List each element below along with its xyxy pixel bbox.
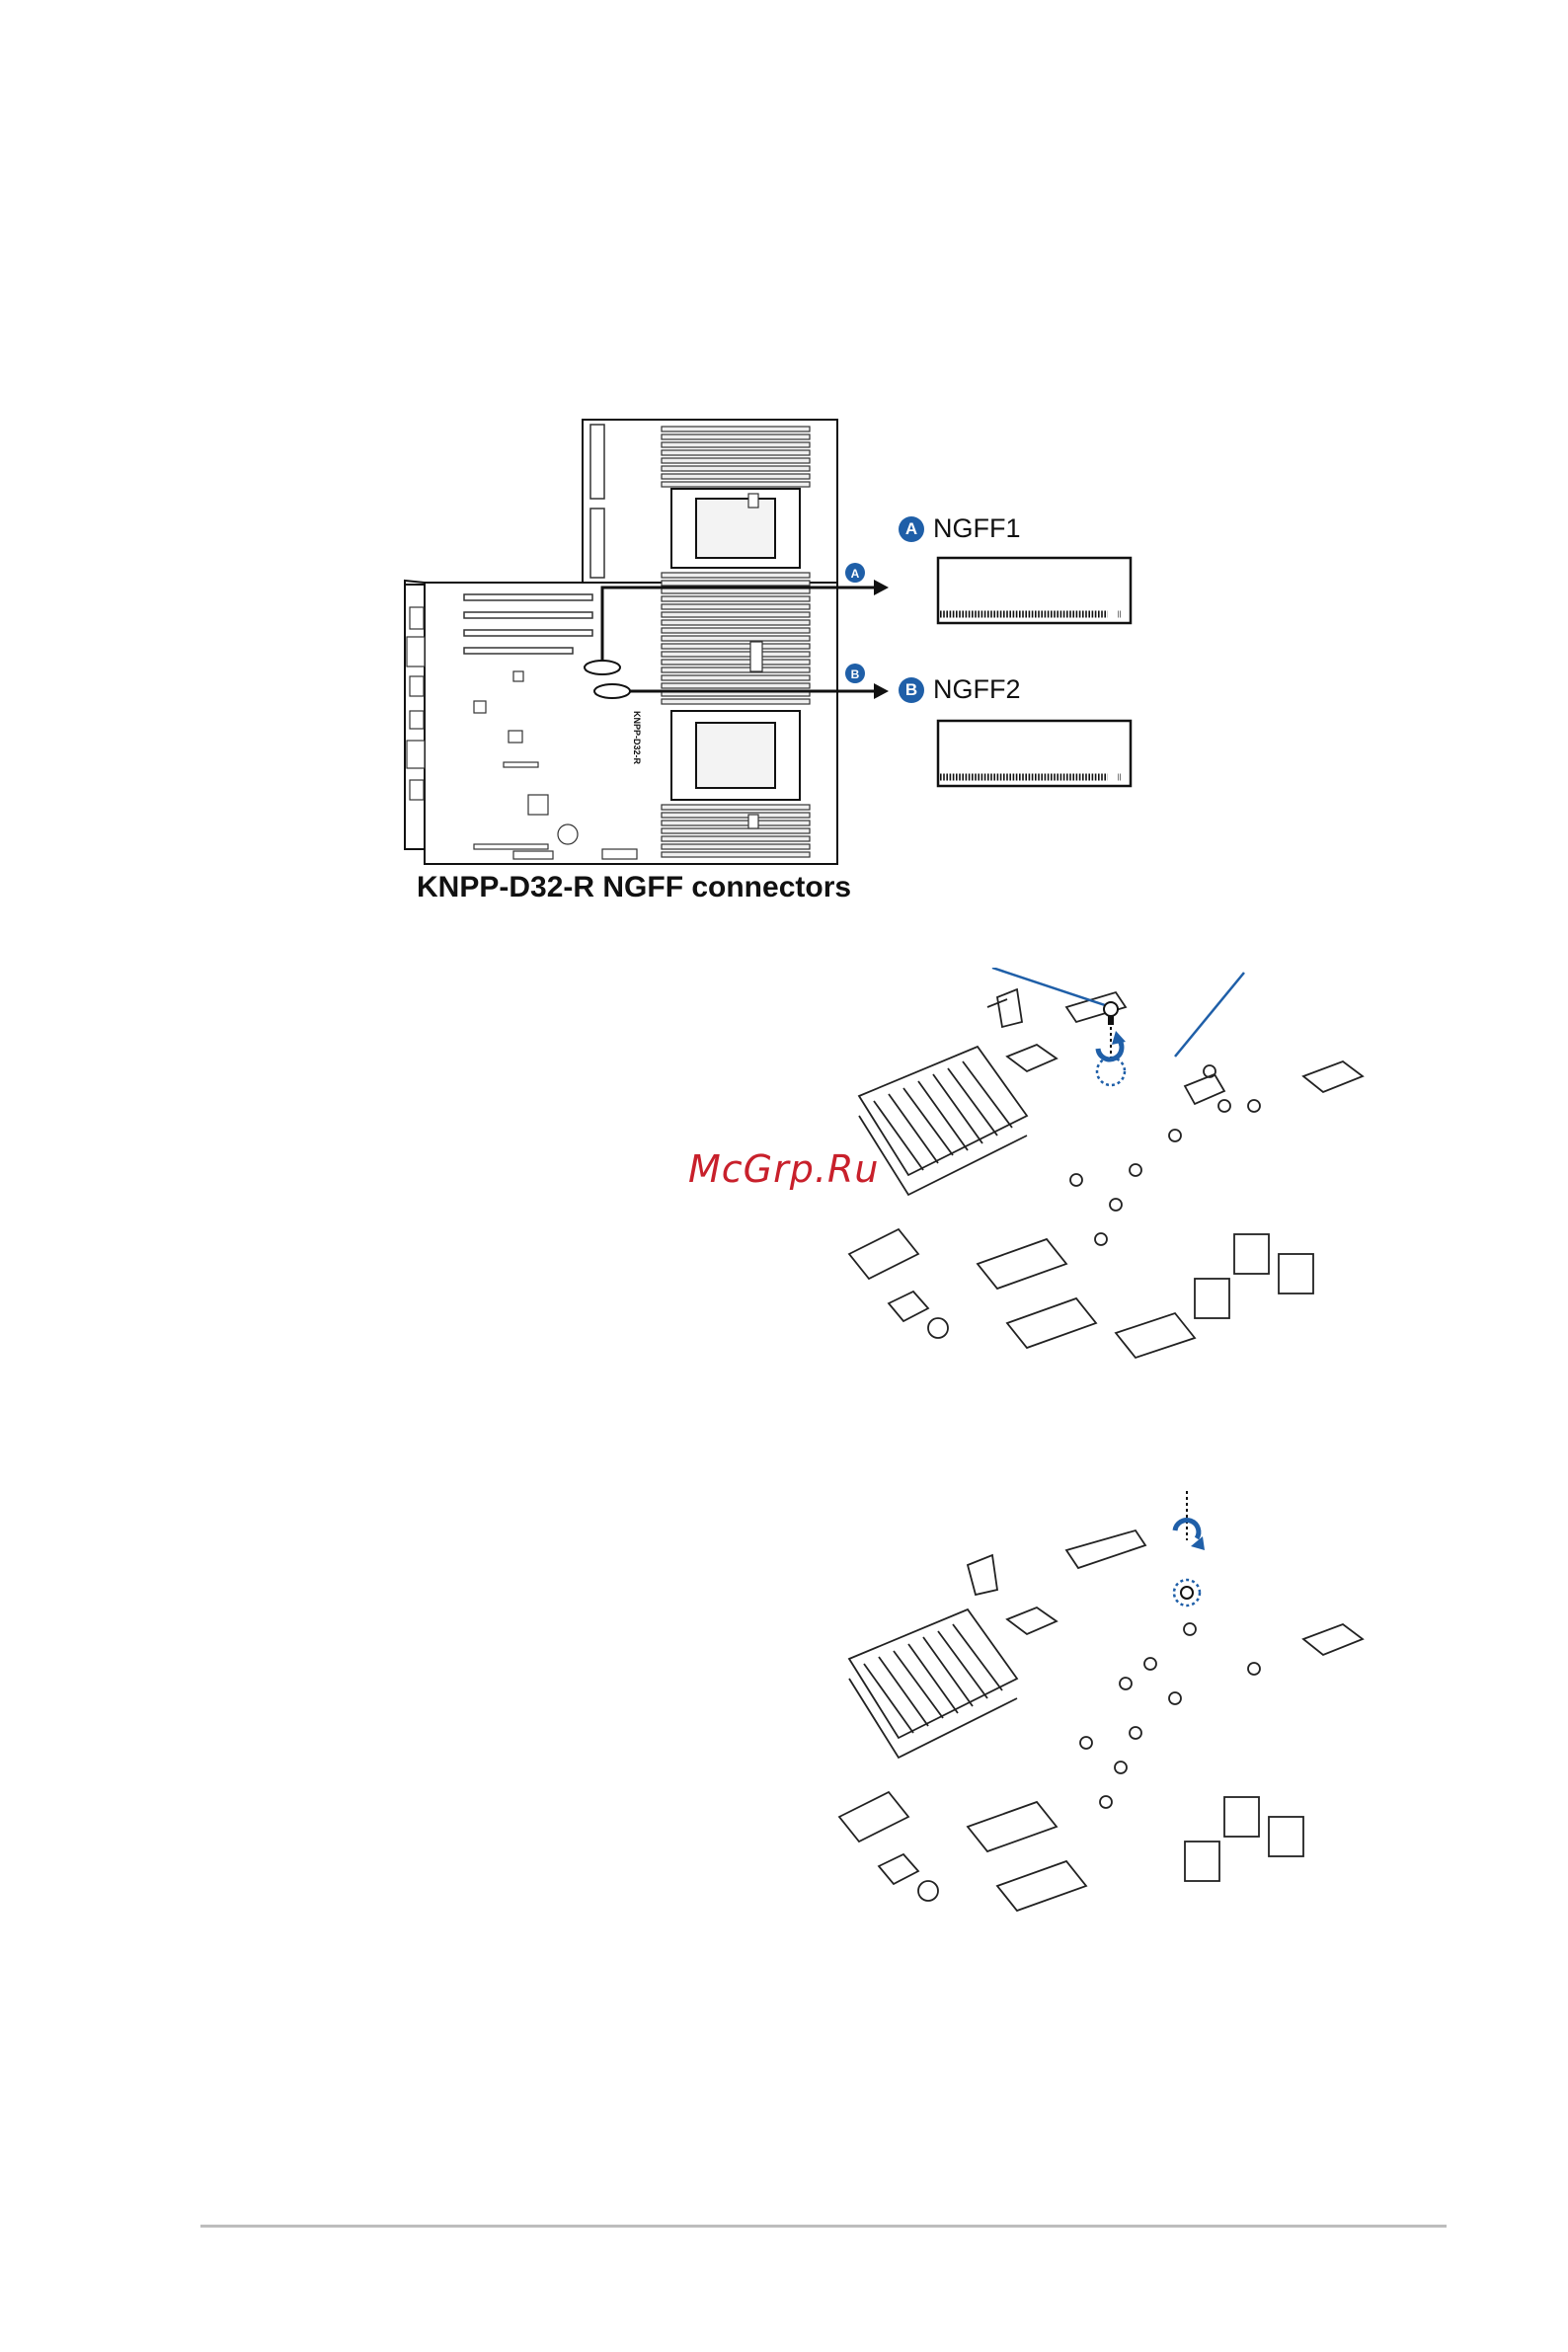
- svg-text:A: A: [851, 567, 860, 581]
- capacitors: [1195, 1234, 1313, 1318]
- power-connector: [1116, 1313, 1195, 1358]
- pcie-connector-1: [978, 1239, 1066, 1289]
- pcie-connector-2: [1007, 1298, 1096, 1348]
- figure-caption: KNPP-D32-R NGFF connectors: [417, 871, 851, 904]
- motherboard-layout-diagram: A B KNPP-D32-R: [375, 375, 1264, 899]
- m2-slot: [987, 989, 1022, 1027]
- watermark: McGrp.Ru: [688, 1147, 879, 1191]
- cpu-socket-1: [671, 489, 800, 568]
- rotate-arrowhead-icon: [1112, 1031, 1126, 1045]
- heatsink-fins: [859, 1047, 1027, 1195]
- rear-io-ports: [407, 607, 425, 800]
- ngff-card-installed: [1066, 1530, 1145, 1568]
- screw-icon: [1181, 1587, 1193, 1599]
- ngff1-slot-marker: [585, 661, 620, 674]
- capacitors: [1185, 1797, 1303, 1881]
- ngff1-connector-pictogram: [938, 558, 1131, 623]
- sata-connectors: [839, 1792, 938, 1901]
- ngff-card: [1066, 992, 1224, 1104]
- ngff1-badge: A: [899, 516, 924, 542]
- svg-text:B: B: [851, 667, 860, 681]
- chip-2: [1303, 1061, 1363, 1092]
- chip-2: [1303, 1624, 1363, 1655]
- standoffs: [1080, 1623, 1260, 1808]
- pcie-connector-1: [968, 1802, 1057, 1851]
- installation-step-1-illustration: [820, 968, 1372, 1442]
- installation-step-2-illustration: [820, 1491, 1372, 2004]
- ngff2-badge: B: [899, 677, 924, 703]
- ngff2-connector-pictogram: [938, 721, 1131, 786]
- ngff2-label: NGFF2: [933, 674, 1021, 705]
- screw-icon: [1104, 1002, 1118, 1025]
- pcie-connector-2: [997, 1861, 1086, 1911]
- m2-slot: [968, 1555, 997, 1595]
- chip-1: [1007, 1607, 1057, 1634]
- footer-rule: [200, 2225, 1447, 2228]
- screw-removal: [992, 968, 1244, 1085]
- standoffs: [1070, 1065, 1260, 1245]
- board-model-label: KNPP-D32-R: [632, 711, 642, 765]
- arrow-b-icon: [874, 683, 889, 699]
- ngff1-label: NGFF1: [933, 513, 1021, 544]
- heatsink-fins: [849, 1609, 1017, 1758]
- chip-1: [1007, 1045, 1057, 1071]
- sata-connectors: [849, 1229, 948, 1338]
- arrow-a-icon: [874, 580, 889, 595]
- cpu-socket-2: [671, 711, 800, 800]
- ngff2-slot-marker: [594, 684, 630, 698]
